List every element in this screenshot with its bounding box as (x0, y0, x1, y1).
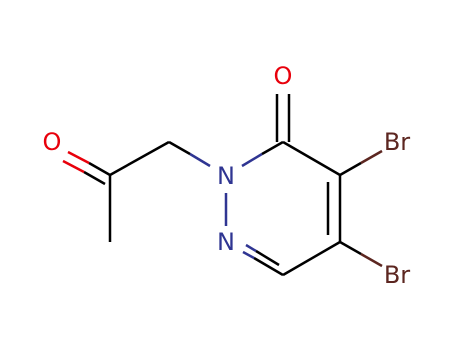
atom-labels: O O N N Br Br (43, 62, 411, 289)
bond-c6-n1-c (255, 249, 280, 267)
bond-c-o-d (62, 159, 85, 174)
bond-c6-n1-a (253, 256, 284, 277)
bond-n2-ch2-a (189, 152, 211, 168)
atom-o-ketone: O (43, 128, 62, 156)
bond-c3-c4 (282, 140, 341, 177)
bond-c6-n1-b (242, 250, 255, 260)
bond-c5-c6 (282, 240, 341, 277)
bond-c5-br-b (360, 252, 383, 268)
atom-n1: N (217, 228, 235, 256)
bond-n2-c3-b (261, 140, 284, 156)
bond-c4-br-b (360, 149, 383, 165)
bond-c-o-b (67, 150, 90, 165)
bond-c4-br-a (339, 161, 362, 177)
atom-o-ring: O (274, 62, 293, 90)
bond-c5-br-a (339, 240, 362, 256)
bond-c-o-a (88, 161, 111, 177)
bond-c6-n1-d (245, 243, 257, 253)
bond-n2-ch2-b (168, 140, 191, 156)
bond-n2-c3-a (241, 152, 263, 168)
bond-ch2-c (109, 140, 170, 177)
atom-br-lower: Br (384, 261, 410, 289)
atom-n2: N (217, 162, 235, 190)
atom-br-upper: Br (384, 128, 410, 156)
bonds (62, 94, 383, 277)
bond-c-o-c (83, 170, 106, 186)
